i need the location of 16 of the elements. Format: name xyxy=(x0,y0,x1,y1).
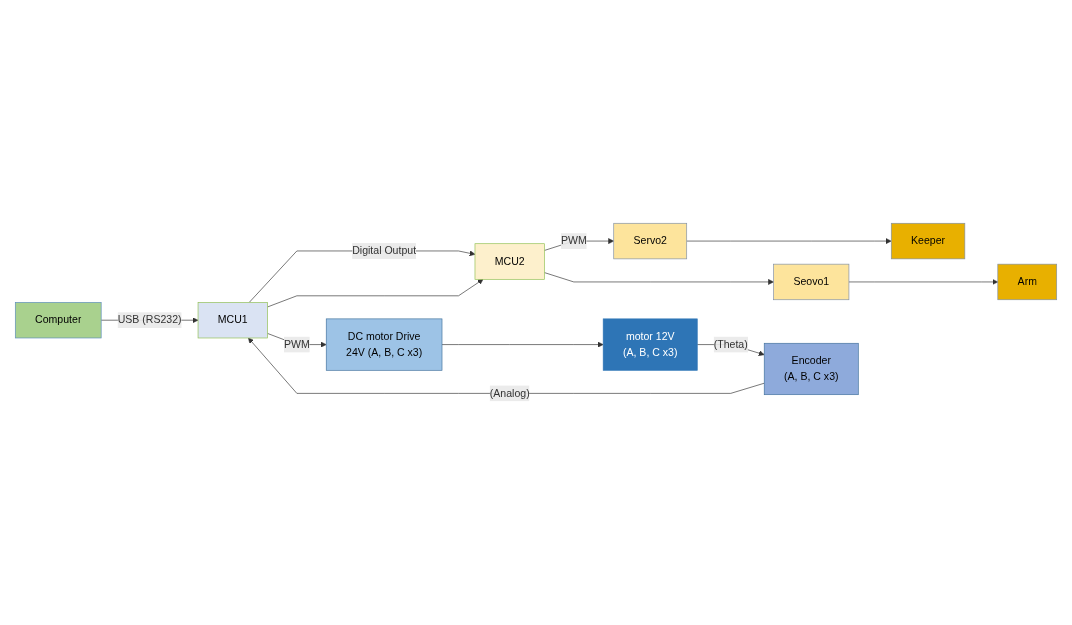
node-box: DC motor Drive 24V (A, B, C x3) xyxy=(325,318,443,371)
node-box: Seovo1 xyxy=(773,264,850,301)
node-box: MCU2 xyxy=(474,243,545,280)
node-box: Keeper xyxy=(890,223,966,260)
node-box: motor 12V (A, B, C x3) xyxy=(602,318,698,371)
node-box: Computer xyxy=(14,302,102,339)
edge-label: USB (RS232) xyxy=(117,314,182,326)
edge-label: PWM xyxy=(283,338,310,351)
edge-label: PWM xyxy=(560,235,587,247)
edge-label: (Theta) xyxy=(713,338,748,351)
edge-label: (Analog) xyxy=(489,387,530,399)
edge-label: Digital Output xyxy=(352,245,417,257)
node-box: Encoder (A, B, C x3) xyxy=(763,343,859,396)
node-box: Arm xyxy=(997,264,1058,301)
node-box: MCU1 xyxy=(197,302,268,339)
node-box: Servo2 xyxy=(613,223,688,260)
